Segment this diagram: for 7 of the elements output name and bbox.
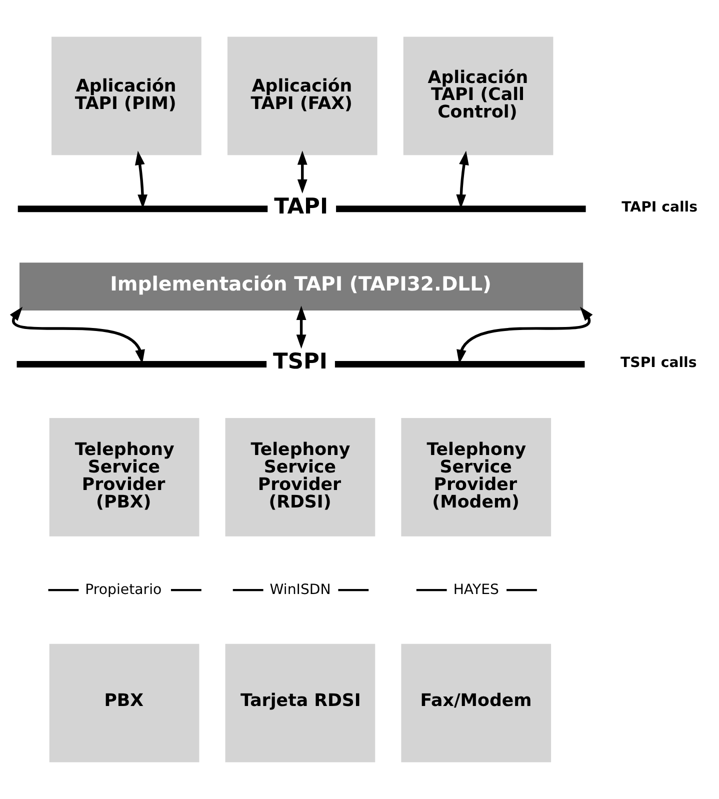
label: HAYES [453,582,499,598]
node-label: TAPI [274,194,328,220]
node-label: TSPI [273,350,328,375]
label: TSPI calls [620,354,697,371]
label: WinISDN [270,582,331,598]
label: TAPI calls [622,200,698,216]
label: Propietario [85,582,162,598]
